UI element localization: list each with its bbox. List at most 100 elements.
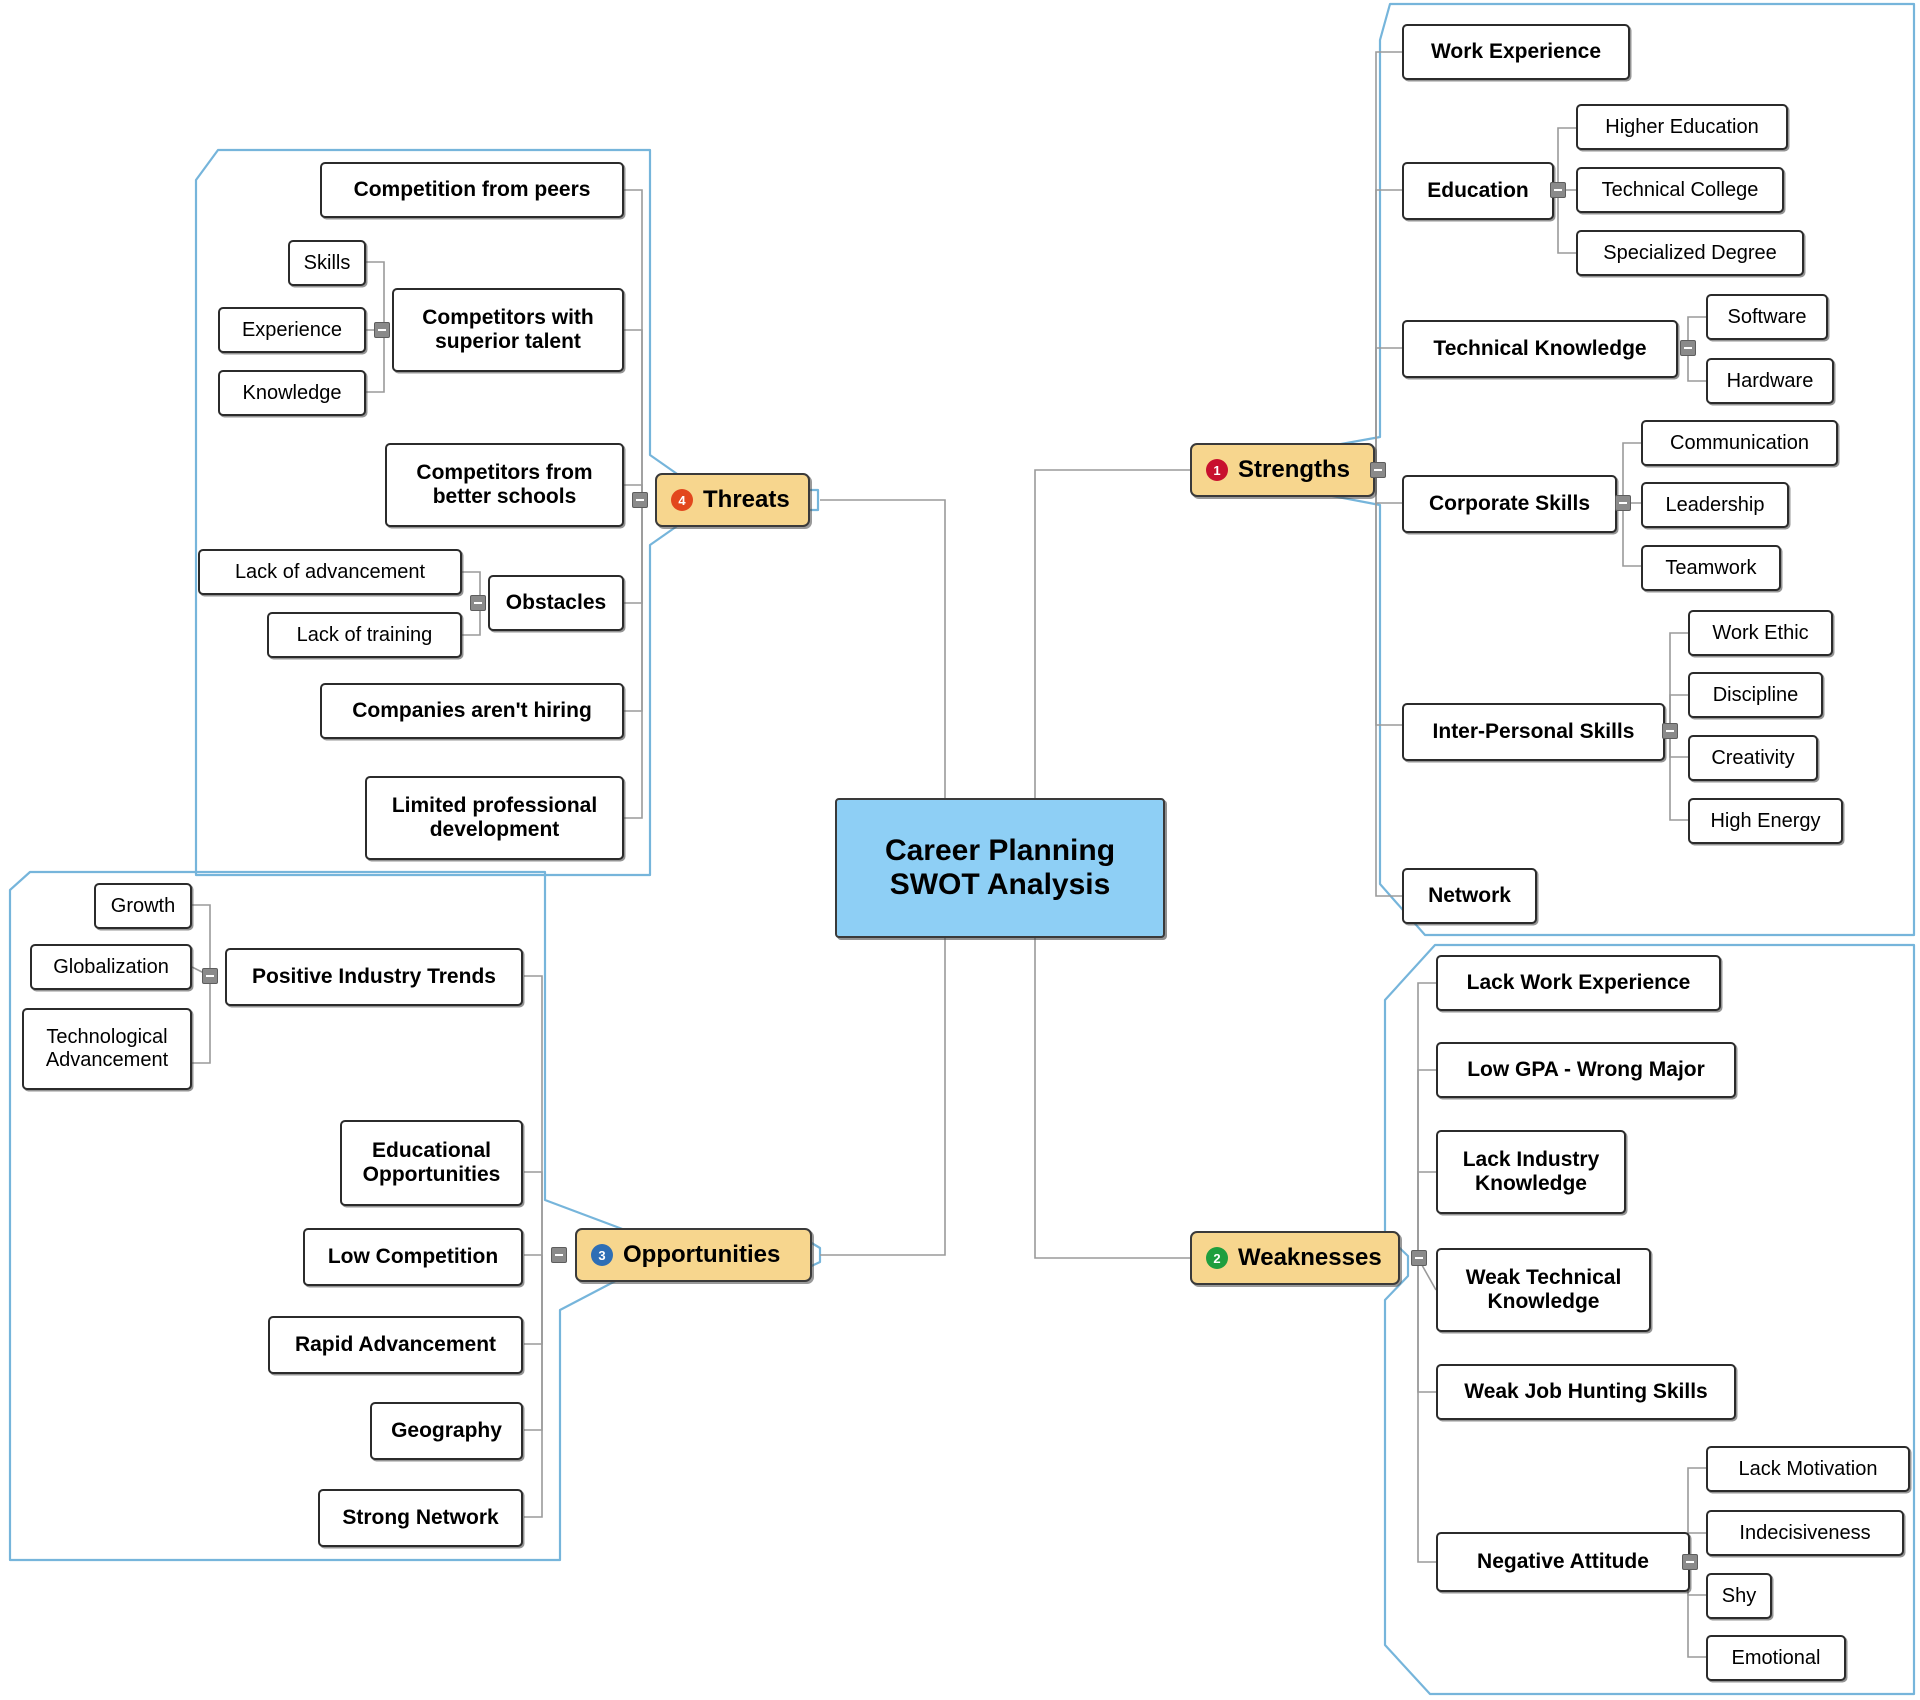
node-label: Indecisiveness (1739, 1521, 1871, 1544)
node-lack-of-training[interactable]: Lack of training (267, 612, 462, 658)
link-w-weak-job-hunting (1417, 1258, 1436, 1393)
link-t-skills (366, 261, 385, 330)
node-work-ethic[interactable]: Work Ethic (1688, 610, 1833, 656)
link-t-competition-peers (624, 189, 643, 500)
node-rapid-advancement[interactable]: Rapid Advancement (268, 1316, 523, 1374)
node-label: Obstacles (505, 590, 607, 614)
node-high-energy[interactable]: High Energy (1688, 798, 1843, 844)
node-specialized-degree[interactable]: Specialized Degree (1576, 230, 1804, 276)
node-label: Discipline (1712, 683, 1799, 706)
node-label: Competitors from better schools (416, 460, 593, 508)
collapse-handle-education[interactable] (1550, 182, 1566, 198)
collapse-handle-positive-industry-trends[interactable] (202, 968, 218, 984)
link-s-higher-education (1557, 127, 1576, 190)
node-work-experience[interactable]: Work Experience (1402, 24, 1630, 80)
link-o-strong-network (524, 1255, 543, 1518)
node-hardware[interactable]: Hardware (1706, 358, 1834, 404)
link-center-strengths (1034, 469, 1190, 848)
node-label: Knowledge (242, 381, 342, 404)
node-low-gpa[interactable]: Low GPA - Wrong Major (1436, 1042, 1736, 1098)
node-label: Higher Education (1605, 115, 1759, 138)
node-obstacles[interactable]: Obstacles (488, 575, 624, 631)
node-teamwork[interactable]: Teamwork (1641, 545, 1781, 591)
node-geography[interactable]: Geography (370, 1402, 523, 1460)
node-educational-opportunities[interactable]: Educational Opportunities (340, 1120, 523, 1206)
branch-strengths[interactable]: 1 Strengths (1190, 443, 1375, 497)
node-label: Software (1727, 305, 1807, 328)
node-technical-knowledge[interactable]: Technical Knowledge (1402, 320, 1678, 378)
node-growth[interactable]: Growth (94, 883, 192, 929)
node-experience[interactable]: Experience (218, 307, 366, 353)
node-label: Positive Industry Trends (252, 964, 496, 988)
link-o-technological (192, 976, 211, 1064)
node-competitors-superior-talent[interactable]: Competitors with superior talent (392, 288, 624, 372)
node-software[interactable]: Software (1706, 294, 1828, 340)
node-label: Technical College (1601, 178, 1759, 201)
node-skills[interactable]: Skills (288, 240, 366, 286)
node-lack-work-experience[interactable]: Lack Work Experience (1436, 955, 1721, 1011)
collapse-handle-interpersonal-skills[interactable] (1662, 723, 1678, 739)
node-shy[interactable]: Shy (1706, 1573, 1772, 1619)
node-creativity[interactable]: Creativity (1688, 735, 1818, 781)
node-competitors-better-schools[interactable]: Competitors from better schools (385, 443, 624, 527)
node-label: Lack Industry Knowledge (1462, 1147, 1600, 1195)
node-label: Specialized Degree (1603, 241, 1777, 264)
node-negative-attitude[interactable]: Negative Attitude (1436, 1532, 1690, 1592)
branch-opportunities[interactable]: 3 Opportunities (575, 1228, 812, 1282)
node-communication[interactable]: Communication (1641, 420, 1838, 466)
node-technological-advancement[interactable]: Technological Advancement (22, 1008, 192, 1090)
node-label: Competitors with superior talent (422, 305, 594, 353)
collapse-handle-threats[interactable] (632, 492, 648, 508)
node-label: Inter-Personal Skills (1432, 719, 1635, 743)
link-s-interpersonal (1375, 470, 1402, 726)
node-knowledge[interactable]: Knowledge (218, 370, 366, 416)
node-indecisiveness[interactable]: Indecisiveness (1706, 1510, 1904, 1556)
node-lack-of-advancement[interactable]: Lack of advancement (198, 549, 462, 595)
collapse-handle-negative-attitude[interactable] (1682, 1554, 1698, 1570)
node-emotional[interactable]: Emotional (1706, 1635, 1846, 1681)
link-w-lack-work-exp (1417, 982, 1436, 1258)
collapse-handle-obstacles[interactable] (470, 595, 486, 611)
node-label: Work Ethic (1712, 621, 1809, 644)
node-higher-education[interactable]: Higher Education (1576, 104, 1788, 150)
node-label: Educational Opportunities (362, 1138, 501, 1186)
node-education[interactable]: Education (1402, 162, 1554, 220)
node-interpersonal-skills[interactable]: Inter-Personal Skills (1402, 703, 1665, 761)
node-label: Teamwork (1665, 556, 1757, 579)
link-w-lack-motivation (1687, 1467, 1706, 1562)
node-label: Technical Knowledge (1433, 336, 1647, 360)
collapse-handle-corporate-skills[interactable] (1615, 495, 1631, 511)
link-o-geography (524, 1255, 543, 1431)
node-label: Leadership (1665, 493, 1765, 516)
collapse-handle-strengths[interactable] (1370, 462, 1386, 478)
node-weak-job-hunting-skills[interactable]: Weak Job Hunting Skills (1436, 1364, 1736, 1420)
node-lack-motivation[interactable]: Lack Motivation (1706, 1446, 1910, 1492)
node-competition-from-peers[interactable]: Competition from peers (320, 162, 624, 218)
node-technical-college[interactable]: Technical College (1576, 167, 1784, 213)
branch-weaknesses[interactable]: 2 Weaknesses (1190, 1231, 1400, 1285)
node-positive-industry-trends[interactable]: Positive Industry Trends (225, 948, 523, 1006)
collapse-handle-opportunities[interactable] (551, 1247, 567, 1263)
node-companies-arent-hiring[interactable]: Companies aren't hiring (320, 683, 624, 739)
link-w-low-gpa (1417, 1069, 1436, 1258)
node-label: Geography (391, 1418, 502, 1442)
node-low-competition[interactable]: Low Competition (303, 1228, 523, 1286)
central-node[interactable]: Career Planning SWOT Analysis (835, 798, 1165, 938)
collapse-handle-technical-knowledge[interactable] (1680, 340, 1696, 356)
node-strong-network[interactable]: Strong Network (318, 1489, 523, 1547)
node-weak-technical-knowledge[interactable]: Weak Technical Knowledge (1436, 1248, 1651, 1332)
node-label: Technological Advancement (45, 1026, 169, 1071)
node-limited-professional-development[interactable]: Limited professional development (365, 776, 624, 860)
collapse-handle-weaknesses[interactable] (1411, 1250, 1427, 1266)
node-label: High Energy (1710, 809, 1821, 832)
collapse-handle-competitors-superior-talent[interactable] (374, 322, 390, 338)
branch-threats[interactable]: 4 Threats (655, 473, 810, 527)
node-network[interactable]: Network (1402, 868, 1537, 924)
node-leadership[interactable]: Leadership (1641, 482, 1789, 528)
node-globalization[interactable]: Globalization (30, 944, 192, 990)
node-corporate-skills[interactable]: Corporate Skills (1402, 475, 1617, 533)
node-discipline[interactable]: Discipline (1688, 672, 1823, 718)
node-lack-industry-knowledge[interactable]: Lack Industry Knowledge (1436, 1130, 1626, 1214)
link-o-rapid-advancement (524, 1255, 543, 1345)
